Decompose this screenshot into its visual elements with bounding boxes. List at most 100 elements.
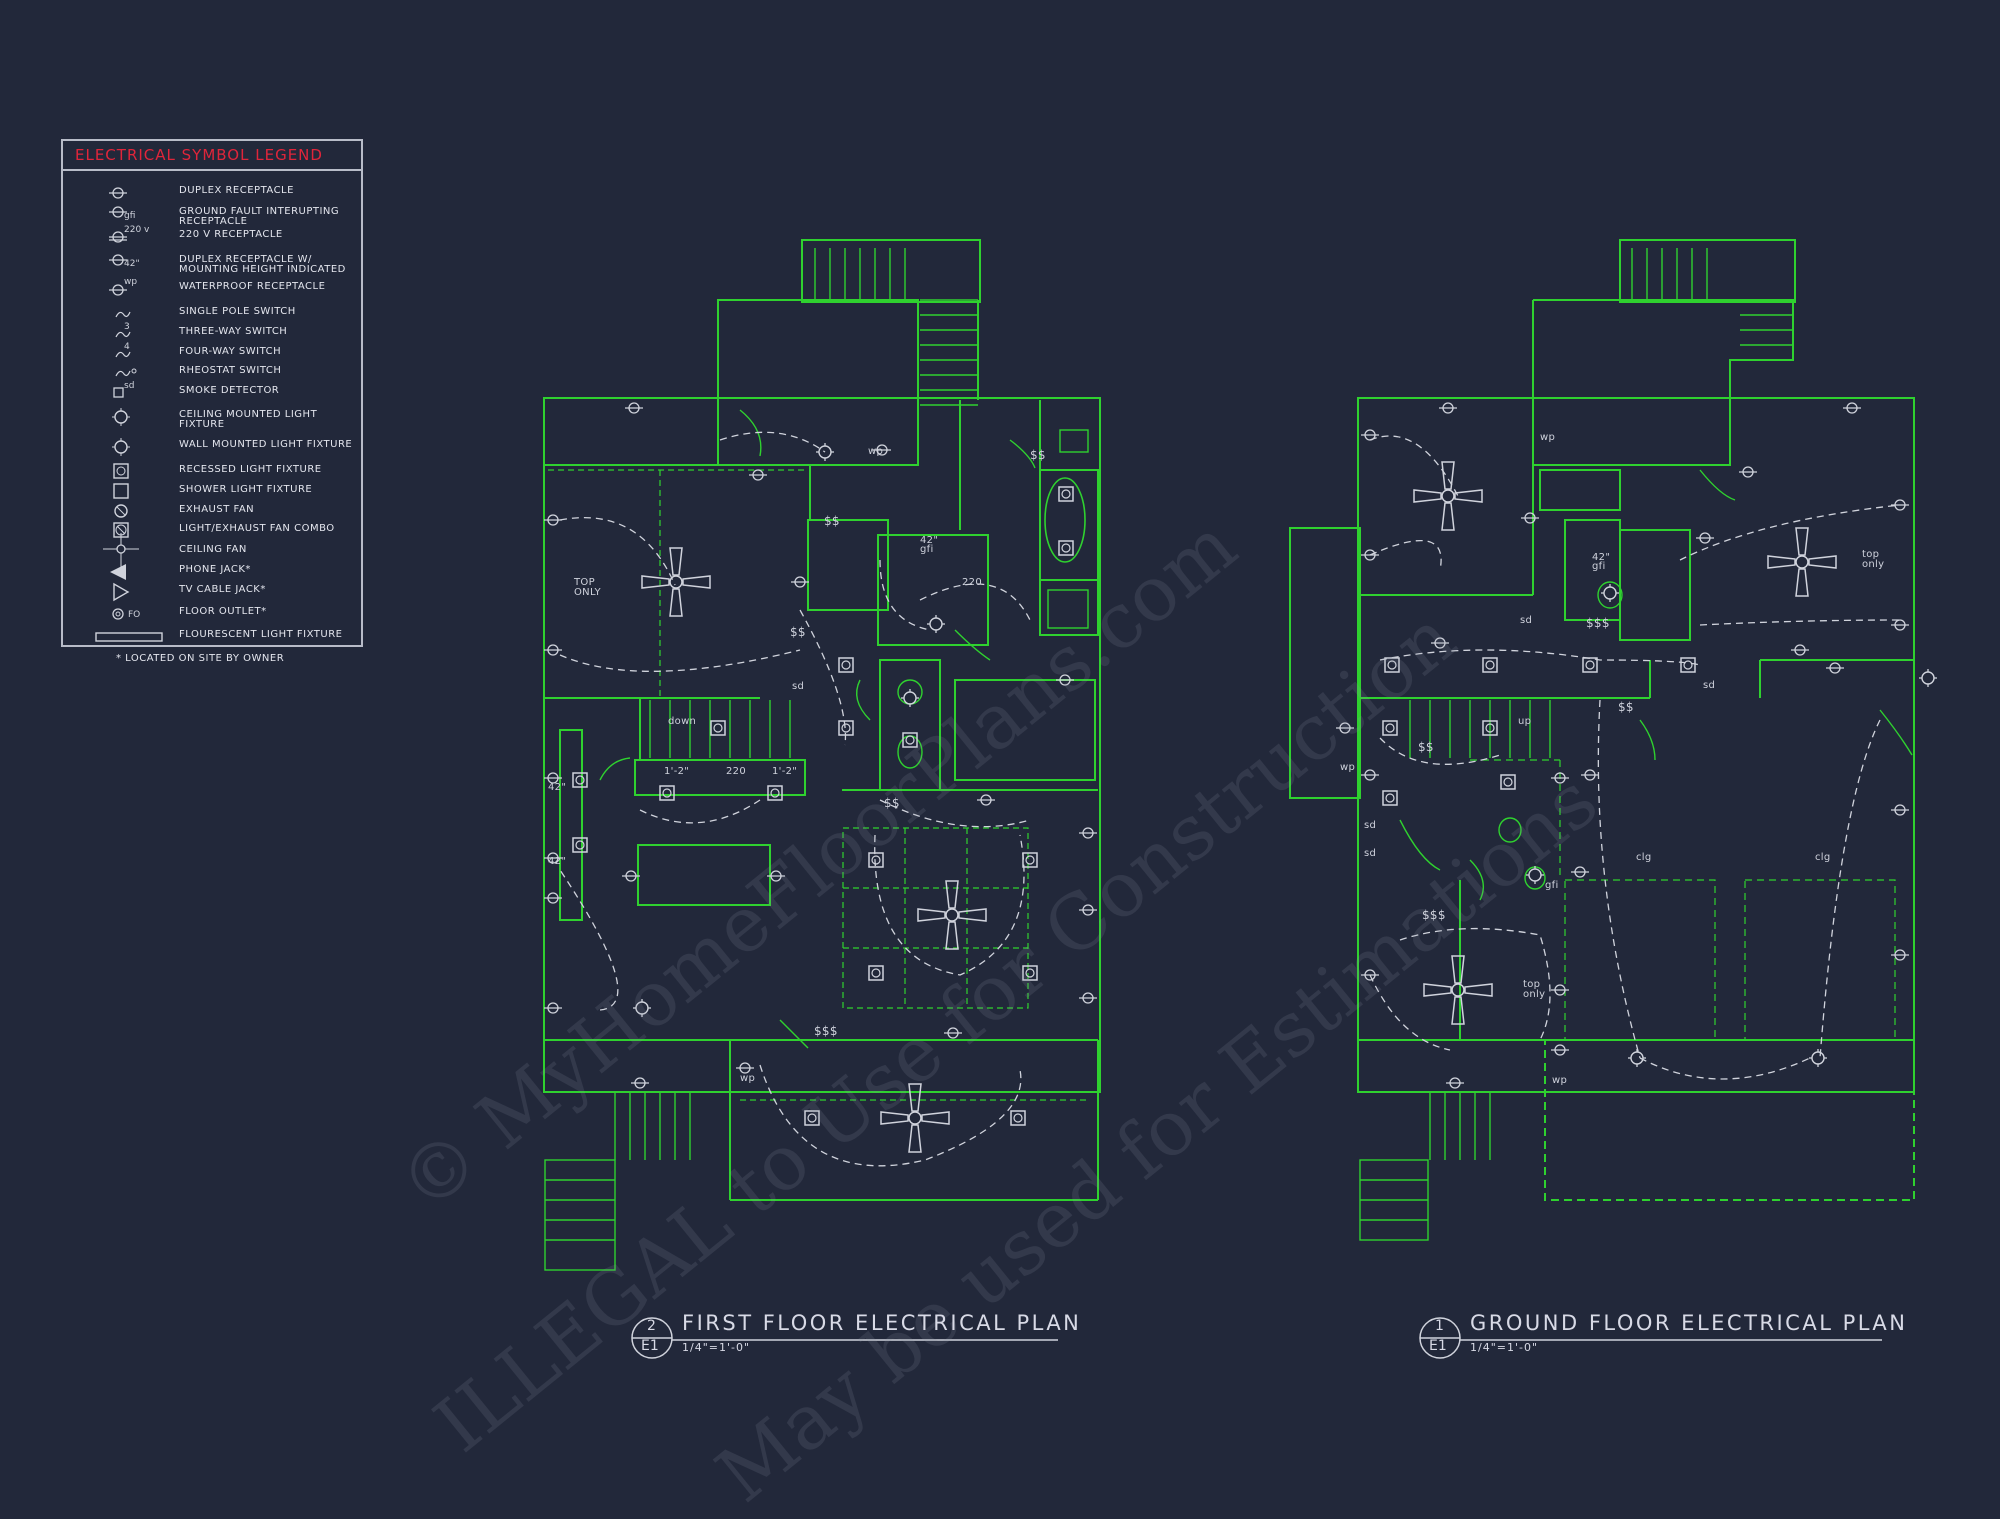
first-floor-plan-scale: 1/4"=1'-0" bbox=[682, 1341, 751, 1354]
ff-switch-e: $$ bbox=[790, 625, 806, 639]
legend-label: SMOKE DETECTOR bbox=[179, 385, 280, 396]
light-exhaust-combo-icon bbox=[100, 520, 170, 542]
legend-mark: 3 bbox=[124, 322, 130, 332]
legend-label: TV CABLE JACK* bbox=[179, 584, 266, 595]
gf-wp-label: wp bbox=[1552, 1075, 1568, 1086]
duplex-receptacle-icon bbox=[100, 182, 170, 204]
ff-height-label-a: 42" bbox=[548, 782, 567, 793]
ff-dim-left: 1'-2" bbox=[664, 766, 690, 777]
legend-footnote: * LOCATED ON SITE BY OWNER bbox=[116, 653, 285, 664]
receptacle-220v-icon: 220 v bbox=[100, 225, 170, 248]
legend-title: ELECTRICAL SYMBOL LEGEND bbox=[63, 141, 361, 171]
legend-label: DUPLEX RECEPTACLE bbox=[179, 185, 294, 196]
gf-top-only-low-label: top only bbox=[1523, 979, 1546, 1000]
smoke-detector-icon: sd bbox=[100, 381, 170, 404]
legend-label: 220 V RECEPTACLE bbox=[179, 229, 283, 240]
ceiling-light-icon bbox=[100, 406, 170, 428]
gf-smoke-detector-2: sd bbox=[1703, 680, 1716, 691]
plan-1-number: 1 bbox=[1435, 1318, 1444, 1334]
fluorescent-fixture-icon bbox=[95, 626, 166, 648]
tv-cable-jack-icon bbox=[100, 581, 170, 603]
ff-smoke-detector: sd bbox=[792, 681, 805, 692]
plan-2-sheet: E1 bbox=[641, 1338, 659, 1354]
gf-top-only-label: top only bbox=[1862, 549, 1885, 570]
legend-label: PHONE JACK* bbox=[179, 564, 251, 575]
gf-switch-c: $$ bbox=[1618, 700, 1634, 714]
legend-label: THREE-WAY SWITCH bbox=[179, 326, 288, 337]
legend-label: DUPLEX RECEPTACLE W/ MOUNTING HEIGHT IND… bbox=[179, 254, 346, 275]
ff-down-label: down bbox=[668, 716, 697, 727]
single-pole-switch-icon bbox=[100, 303, 170, 325]
legend-mark: 42" bbox=[124, 259, 140, 269]
gf-smoke-detector-3: sd bbox=[1364, 820, 1377, 831]
first-floor-plan-title: FIRST FLOOR ELECTRICAL PLAN bbox=[682, 1311, 1082, 1335]
wall-light-icon bbox=[100, 436, 170, 458]
legend-mark: 220 v bbox=[124, 225, 150, 235]
plan-1-sheet: E1 bbox=[1429, 1338, 1447, 1354]
legend-label: RHEOSTAT SWITCH bbox=[179, 365, 282, 376]
gf-switch-d: $$ bbox=[1418, 740, 1434, 754]
legend-mark: FO bbox=[128, 610, 140, 620]
gf-clg-label-2: clg bbox=[1815, 852, 1831, 863]
first-floor-circuits bbox=[559, 431, 1031, 1167]
legend-label: CEILING FAN bbox=[179, 544, 247, 555]
ff-switch-b: $$ bbox=[884, 796, 900, 810]
gf-up-label: up bbox=[1518, 716, 1532, 727]
legend-mark: wp bbox=[124, 277, 137, 287]
ff-height-label-b: 42" bbox=[548, 856, 567, 867]
exhaust-fan-icon bbox=[100, 501, 170, 523]
gf-gfi-42-label: 42" gfi bbox=[1592, 552, 1611, 572]
legend-label: FLOOR OUTLET* bbox=[179, 606, 267, 617]
rheostat-switch-icon bbox=[100, 362, 170, 384]
title-bubbles bbox=[631, 1317, 1882, 1359]
ff-switch-c: $$$ bbox=[814, 1024, 838, 1038]
legend-label: WATERPROOF RECEPTACLE bbox=[179, 281, 326, 292]
ground-floor-plan bbox=[1289, 239, 1915, 1241]
ff-gfi-label: 42" gfi bbox=[920, 535, 939, 555]
gf-wp-left-label: wp bbox=[1340, 762, 1356, 773]
three-way-switch-icon: 3 bbox=[100, 322, 170, 345]
gfi-receptacle-icon: gfi bbox=[100, 203, 170, 225]
ff-220-label: 220 bbox=[726, 766, 746, 777]
legend-label: EXHAUST FAN bbox=[179, 504, 255, 515]
ff-wp-top-label: wp bbox=[868, 446, 884, 457]
gf-switch-b: $$$ bbox=[1422, 908, 1446, 922]
ff-switch-d: $$ bbox=[1030, 448, 1046, 462]
legend-label: RECESSED LIGHT FIXTURE bbox=[179, 464, 322, 475]
first-floor-plan bbox=[543, 239, 1101, 1271]
four-way-switch-icon: 4 bbox=[100, 342, 170, 365]
gf-smoke-detector-4: sd bbox=[1364, 848, 1377, 859]
legend-mark: sd bbox=[124, 381, 134, 391]
legend-label: SINGLE POLE SWITCH bbox=[179, 306, 296, 317]
gf-smoke-detector-1: sd bbox=[1520, 615, 1533, 626]
legend-label: FOUR-WAY SWITCH bbox=[179, 346, 282, 357]
ff-switch-a: $$ bbox=[824, 514, 840, 528]
legend-mark: 4 bbox=[124, 342, 130, 352]
ceiling-fan-icon bbox=[100, 533, 170, 567]
legend-label: WALL MOUNTED LIGHT FIXTURE bbox=[179, 439, 353, 450]
legend-label: CEILING MOUNTED LIGHT FIXTURE bbox=[179, 409, 318, 430]
legend-label: GROUND FAULT INTERUPTING RECEPTACLE bbox=[179, 206, 340, 227]
shower-light-icon bbox=[100, 481, 170, 503]
plan-2-number: 2 bbox=[647, 1318, 656, 1334]
legend-label: FLOURESCENT LIGHT FIXTURE bbox=[179, 629, 343, 640]
gf-switch-a: $$$ bbox=[1586, 616, 1610, 630]
legend-mark: gfi bbox=[124, 211, 135, 221]
ff-dim-right: 1'-2" bbox=[772, 766, 798, 777]
duplex-receptacle-height-icon: 42" bbox=[100, 251, 170, 273]
ground-floor-plan-scale: 1/4"=1'-0" bbox=[1470, 1341, 1539, 1354]
ground-floor-plan-title: GROUND FLOOR ELECTRICAL PLAN bbox=[1470, 1311, 1908, 1335]
electrical-symbol-legend: ELECTRICAL SYMBOL LEGEND bbox=[61, 139, 363, 647]
ff-220-bath: 220 bbox=[962, 577, 982, 588]
legend-label: LIGHT/EXHAUST FAN COMBO bbox=[179, 523, 335, 534]
ff-top-only-label: TOP ONLY bbox=[574, 577, 601, 598]
floor-outlet-icon: FO bbox=[100, 603, 170, 625]
gf-wp-top-label: wp bbox=[1540, 432, 1556, 443]
gf-clg-label-1: clg bbox=[1636, 852, 1652, 863]
phone-jack-icon bbox=[100, 561, 170, 583]
gf-gfi-label: gfi bbox=[1545, 880, 1559, 891]
legend-label: SHOWER LIGHT FIXTURE bbox=[179, 484, 313, 495]
waterproof-receptacle-icon: wp bbox=[100, 277, 170, 300]
ff-wp-label: wp bbox=[740, 1073, 756, 1084]
